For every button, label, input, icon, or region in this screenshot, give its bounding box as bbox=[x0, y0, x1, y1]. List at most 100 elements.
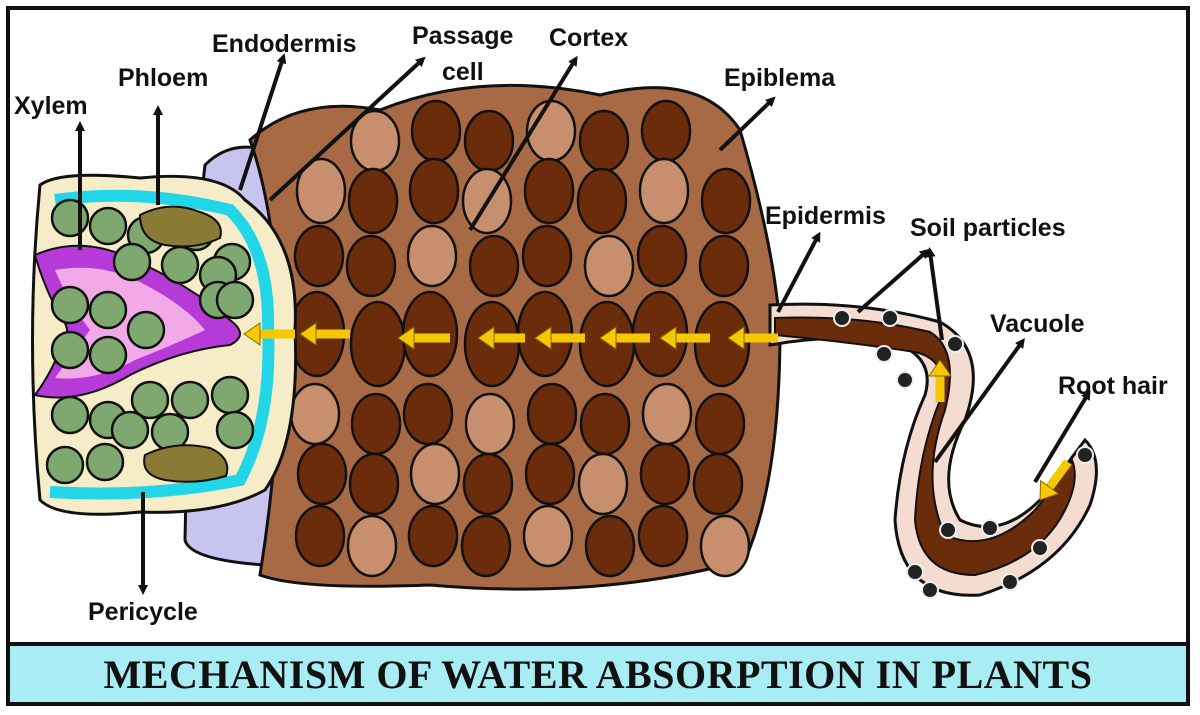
flow-arrow-head bbox=[243, 322, 261, 346]
cortex-cell bbox=[700, 167, 752, 235]
soil-particle bbox=[896, 371, 914, 389]
cortex-cell bbox=[637, 504, 689, 568]
cortex-cell bbox=[577, 452, 629, 516]
cortex-cell bbox=[522, 504, 574, 568]
xylem-vessel bbox=[50, 330, 90, 370]
cortex-cell bbox=[639, 442, 691, 506]
cortex-cell bbox=[464, 392, 516, 456]
phloem-patch-bottom bbox=[143, 444, 229, 483]
cortex-cell bbox=[578, 300, 636, 388]
flow-arrow-head bbox=[1039, 479, 1060, 501]
flow-arrow-head bbox=[659, 326, 677, 350]
xylem-vessel bbox=[210, 375, 250, 415]
flow-arrow-head bbox=[599, 326, 617, 350]
phloem-patch-top bbox=[138, 205, 222, 248]
xylem-vessel bbox=[50, 285, 90, 325]
xylem-vessel bbox=[126, 310, 166, 350]
cortex-cell bbox=[636, 224, 688, 288]
xylem-vessel bbox=[45, 445, 85, 485]
cortex-cell bbox=[462, 452, 514, 516]
flow-arrow-head bbox=[928, 359, 952, 377]
soil-particle bbox=[1076, 446, 1094, 464]
cortex-cell bbox=[584, 514, 636, 578]
cortex-cell bbox=[583, 234, 635, 298]
cortex-cell bbox=[524, 442, 576, 506]
xylem-vessel bbox=[88, 206, 128, 246]
cortex-cell bbox=[521, 224, 573, 288]
cortex-cell bbox=[694, 392, 746, 456]
cortex-cells bbox=[288, 99, 752, 578]
xylem-vessel bbox=[50, 198, 90, 238]
cortex-cell bbox=[693, 300, 751, 388]
soil-particle bbox=[981, 519, 999, 537]
cortex-cell bbox=[289, 382, 341, 446]
flow-arrow-head bbox=[397, 326, 415, 350]
soil-particle bbox=[1001, 573, 1019, 591]
cortex-cell bbox=[348, 452, 400, 516]
xylem-vessel bbox=[170, 380, 210, 420]
cortex-cell bbox=[525, 99, 577, 163]
cortex-cell bbox=[526, 382, 578, 446]
label-phloem: Phloem bbox=[118, 64, 209, 92]
cortex-cell bbox=[468, 234, 520, 298]
soil-particle bbox=[1031, 539, 1049, 557]
flow-arrow-head bbox=[534, 326, 552, 350]
cortex-cell bbox=[408, 157, 460, 225]
cortex-cell bbox=[346, 514, 398, 578]
soil-particle bbox=[939, 521, 957, 539]
label-pericycle: Pericycle bbox=[88, 598, 198, 626]
soil-particle bbox=[906, 563, 924, 581]
cortex-cell bbox=[523, 157, 575, 225]
flow-arrow-shaft bbox=[1045, 459, 1072, 490]
title-banner: MECHANISM OF WATER ABSORPTION IN PLANTS bbox=[10, 642, 1186, 702]
root-hair-vacuole bbox=[774, 316, 1076, 577]
cortex-cell bbox=[294, 504, 346, 568]
cortex-cell bbox=[579, 392, 631, 456]
cortex-cell bbox=[638, 157, 690, 225]
cortex-cell bbox=[409, 442, 461, 506]
cortex-cell bbox=[296, 442, 348, 506]
label-epidermis: Epidermis bbox=[765, 202, 886, 230]
water-flow-arrows bbox=[243, 322, 1072, 501]
soil-particle bbox=[875, 345, 893, 363]
flow-arrow-head bbox=[299, 322, 317, 346]
cortex-cell bbox=[460, 514, 512, 578]
cortex-cell bbox=[640, 99, 692, 163]
flow-arrow-head bbox=[477, 326, 495, 350]
cortex-cell bbox=[692, 452, 744, 516]
cortex-cell bbox=[406, 224, 458, 288]
label-root-hair: Root hair bbox=[1058, 372, 1168, 400]
label-vacuole: Vacuole bbox=[990, 310, 1085, 338]
diagram-title: MECHANISM OF WATER ABSORPTION IN PLANTS bbox=[103, 651, 1093, 697]
label-endodermis: Endodermis bbox=[212, 30, 357, 58]
label-cortex: Cortex bbox=[549, 24, 629, 52]
root-cross-section-diagram bbox=[31, 53, 1098, 599]
soil-particle bbox=[921, 581, 939, 599]
cortex-cell bbox=[295, 157, 347, 225]
xylem-vessel bbox=[85, 442, 125, 482]
soil-particles bbox=[833, 309, 1094, 599]
cortex-cell bbox=[349, 300, 407, 388]
xylem-vessel bbox=[130, 380, 170, 420]
xylem-vessel bbox=[215, 280, 255, 320]
soil-particle bbox=[946, 335, 964, 353]
cortex-cell bbox=[576, 167, 628, 235]
cortex-cell bbox=[699, 514, 751, 578]
cortex-cell bbox=[402, 382, 454, 446]
label-pointers bbox=[75, 53, 1091, 595]
soil-particle bbox=[881, 309, 899, 327]
cortex-cell bbox=[293, 224, 345, 288]
xylem-vessel bbox=[50, 395, 90, 435]
label-xylem: Xylem bbox=[14, 92, 88, 120]
xylem-vessel bbox=[160, 245, 200, 285]
cortex-cell bbox=[407, 504, 459, 568]
cortex-cell bbox=[578, 109, 630, 173]
cortex-cell bbox=[345, 234, 397, 298]
label-soil-particles: Soil particles bbox=[910, 214, 1066, 242]
cortex-cell bbox=[698, 234, 750, 298]
cortex-cell bbox=[410, 99, 462, 163]
label-passage-cell-line2: cell bbox=[442, 58, 484, 86]
flow-arrow-head bbox=[727, 326, 745, 350]
cortex-cell bbox=[347, 167, 399, 235]
xylem-vessel bbox=[112, 242, 152, 282]
